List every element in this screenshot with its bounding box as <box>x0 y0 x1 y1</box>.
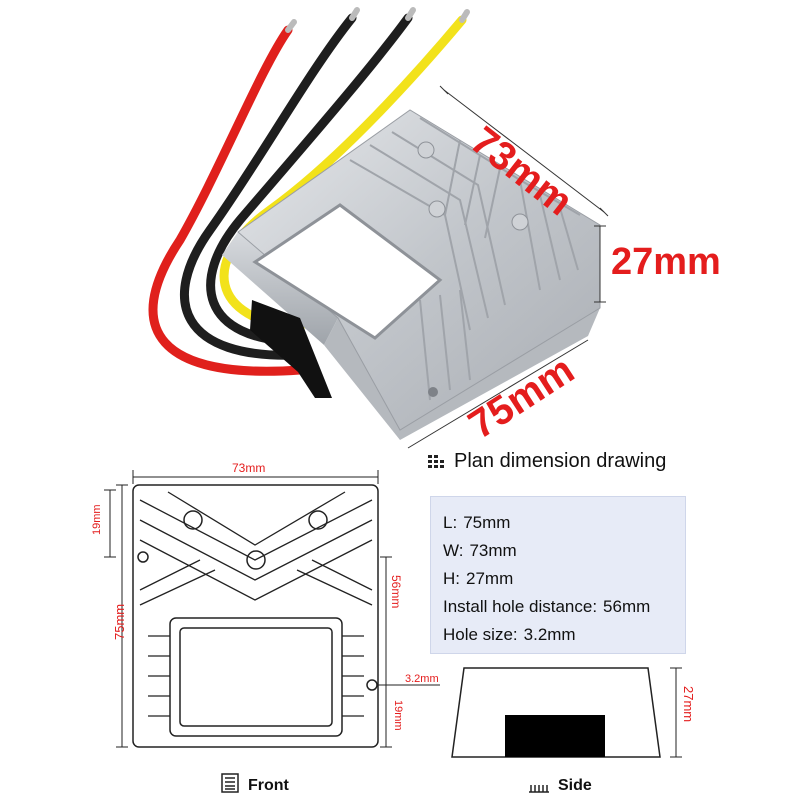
front-ribs <box>139 491 373 606</box>
spec-row-width: W: 73mm <box>443 537 685 565</box>
spec-key: Hole size: <box>443 625 518 644</box>
housing-boss-2 <box>428 200 446 218</box>
front-boss-left <box>183 510 203 530</box>
dim-label-height: 27mm <box>611 241 721 283</box>
spec-value: 73mm <box>469 541 517 560</box>
side-connector <box>505 715 605 757</box>
spec-row-length: L: 75mm <box>443 509 685 537</box>
front-dim-left-top: 19mm <box>91 504 103 535</box>
wire-tip-black-1 <box>349 7 360 21</box>
front-outline <box>132 484 379 748</box>
side-caption: Side <box>528 777 592 795</box>
converter-product-image: 73mm 27mm 75mm <box>148 7 721 449</box>
side-dim-height: 27mm <box>681 686 696 722</box>
front-dimension-lines <box>104 470 440 748</box>
spec-value: 27mm <box>466 569 514 588</box>
spec-key: Install hole distance: <box>443 597 598 616</box>
wire-red <box>148 25 305 376</box>
spec-row-hole-distance: Install hole distance: 56mm <box>443 593 685 621</box>
spec-value: 75mm <box>463 513 511 532</box>
front-label-window-inner <box>179 627 333 727</box>
front-side-fins <box>148 635 364 717</box>
front-dim-right-bottom: 19mm <box>392 700 404 731</box>
side-drawing: 27mm <box>451 667 696 758</box>
wire-black-1 <box>180 13 357 360</box>
housing-mount-hole <box>428 387 438 397</box>
side-dimension-lines <box>670 667 682 758</box>
grid-list-icon <box>428 455 444 468</box>
spec-value: 56mm <box>603 597 651 616</box>
front-mount-hole-bottom <box>366 679 378 691</box>
front-caption: Front <box>220 773 289 795</box>
front-boss-right <box>308 510 328 530</box>
housing-boss-3 <box>511 213 529 231</box>
wire-black-2 <box>206 13 413 347</box>
side-view-icon <box>529 785 549 793</box>
wire-tip-yellow <box>459 9 470 23</box>
spec-key: W: <box>443 541 464 560</box>
plan-dimension-title: Plan dimension drawing <box>428 450 666 473</box>
front-dim-top: 73mm <box>232 461 265 475</box>
plan-title-text: Plan dimension drawing <box>454 450 667 472</box>
spec-value: 3.2mm <box>523 625 576 644</box>
front-dim-hole-size: 3.2mm <box>405 673 439 685</box>
front-dim-hole-distance: 56mm <box>389 575 403 608</box>
housing-boss-1 <box>417 141 435 159</box>
front-boss-center <box>246 550 266 570</box>
front-drawing <box>104 470 440 748</box>
spec-box: L: 75mm W: 73mm H: 27mm Install hole distan… <box>430 496 686 654</box>
spec-key: L: <box>443 513 458 532</box>
spec-key: H: <box>443 569 460 588</box>
aluminum-housing <box>222 109 601 440</box>
side-caption-text: Side <box>558 777 592 794</box>
front-view-icon <box>221 773 239 793</box>
side-outline <box>451 667 661 758</box>
spec-row-hole-size: Hole size: 3.2mm <box>443 621 685 649</box>
photo-dimension-lines <box>407 85 609 449</box>
wire-tip-black-2 <box>405 7 416 21</box>
front-mount-hole-top <box>137 551 149 563</box>
housing-label-window <box>252 203 443 340</box>
spec-row-height: H: 27mm <box>443 565 685 593</box>
housing-front-face <box>222 232 338 345</box>
front-dim-left: 75mm <box>112 604 127 640</box>
wire-bundle <box>148 7 470 376</box>
wire-tip-red <box>285 19 297 33</box>
front-caption-text: Front <box>248 777 289 794</box>
cable-grommet <box>250 300 332 398</box>
front-label-window <box>169 617 343 737</box>
